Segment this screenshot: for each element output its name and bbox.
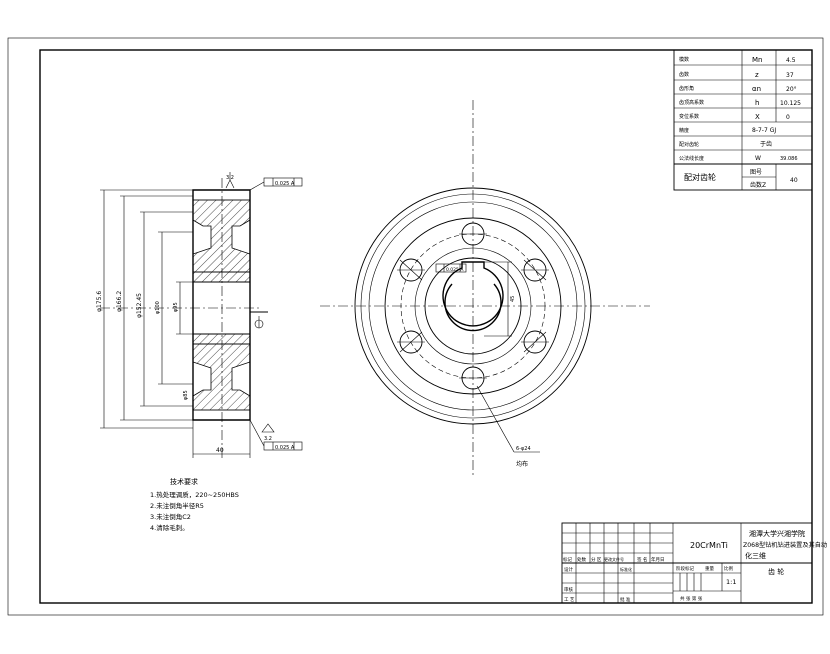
dim-d5: φ95 [173, 302, 179, 312]
gear-row-4-symbol: X [755, 113, 760, 121]
bottom-roughness: 3.2 [264, 436, 272, 442]
label-process: 工 艺 [564, 597, 575, 603]
dim-d3: φ152.45 [136, 293, 143, 318]
label-doc: 更改文件号 [604, 556, 624, 562]
label-count: 处数 [577, 556, 586, 563]
part-name: 齿 轮 [768, 567, 784, 576]
dim-keyway: 45 [510, 296, 516, 302]
gear-row-7-value: 39.086 [780, 156, 798, 162]
gear-footer-mid-top: 图号 [750, 169, 762, 176]
label-std: 标准化 [620, 566, 632, 572]
gear-row-4-value: 0 [786, 114, 790, 121]
gear-row-1-value: 37 [786, 72, 794, 79]
gear-row-3-symbol: h [755, 99, 759, 107]
dim-d6: φ85 [183, 390, 189, 400]
tech-note-2: 2.未注倒角半径R5 [150, 501, 204, 510]
label-mark: 标记 [563, 556, 572, 563]
scale-value: 1:1 [726, 578, 736, 586]
hole-note: 均布 [516, 460, 528, 468]
technical-notes: 技术要求 1.热处理调质，220~250HBS 2.未注倒角半径R5 3.未注倒… [150, 477, 239, 532]
dim-d4: φ100 [155, 301, 161, 314]
outer-frame [7, 37, 824, 616]
label-zone: 分 区 [591, 556, 602, 563]
dim-d2: φ166.2 [116, 291, 123, 312]
gear-footer-left: 配对齿轮 [684, 172, 716, 182]
gear-row-4-label: 变位系数 [679, 113, 699, 120]
title-block: 20CrMnTi 湘潭大学兴湘学院 Z068型钻机钻进装置及其自动 化三维 齿 … [561, 522, 827, 604]
gear-parameter-table: 模数 Mn 4.5 齿数 z 37 齿形角 αn 20° 齿顶高系数 h 10.… [673, 49, 813, 191]
tech-notes-title: 技术要求 [170, 477, 198, 486]
gear-row-0-label: 模数 [679, 56, 689, 63]
gear-row-1-symbol: z [755, 71, 759, 79]
section-view: φ175.6 φ166.2 φ152.45 φ100 φ95 φ85 40 3.… [96, 172, 303, 460]
top-tolerance: 0.025 A [275, 181, 295, 187]
gear-row-2-symbol: αn [752, 85, 761, 93]
label-weight: 重量 [705, 565, 714, 572]
gear-row-5-value: 8-7-7 GJ [752, 127, 776, 134]
gear-row-3-label: 齿顶高系数 [679, 99, 704, 106]
tech-note-4: 4.清除毛刺。 [150, 523, 189, 532]
label-stage: 阶段标记 [676, 565, 694, 572]
gear-row-1-label: 齿数 [679, 71, 689, 78]
school-line-2: Z068型钻机钻进装置及其自动 [743, 541, 827, 549]
school-line-3: 化三维 [745, 551, 766, 560]
gear-row-5-label: 精度 [679, 127, 689, 134]
tech-note-1: 1.热处理调质，220~250HBS [150, 490, 239, 499]
gear-row-7-label: 公法线长度 [679, 155, 704, 162]
label-date: 年月日 [651, 556, 665, 563]
material: 20CrMnTi [690, 541, 728, 550]
label-ratio: 比例 [724, 565, 733, 572]
bolt-holes [397, 222, 549, 390]
tech-note-3: 3.未注倒角C2 [150, 512, 191, 521]
top-roughness: 3.2 [226, 175, 234, 181]
label-sign: 签 名 [637, 556, 647, 563]
gear-row-6-label: 配对齿轮 [679, 141, 699, 148]
label-total: 共 张 第 张 [680, 595, 703, 602]
gear-row-3-value: 10.125 [780, 100, 801, 107]
school-line-1: 湘潭大学兴湘学院 [749, 529, 805, 538]
front-view: 45 0.025 A 6-φ24 均布 [320, 100, 650, 478]
hole-callout: 6-φ24 [516, 446, 531, 452]
gear-row-0-symbol: Mn [752, 56, 762, 64]
gear-row-6-value: 于齿 [760, 140, 772, 148]
gear-row-0-value: 4.5 [786, 57, 796, 64]
dim-width: 40 [216, 447, 224, 454]
gear-row-7-symbol: W [755, 155, 761, 162]
label-review: 审核 [564, 586, 573, 593]
label-design: 设计 [564, 566, 573, 573]
inner-border [39, 49, 813, 604]
label-approve: 批 准 [620, 596, 631, 603]
bottom-tolerance: 0.025 A [275, 445, 295, 451]
gear-footer-mid-bottom: 齿数Z [750, 181, 766, 189]
gear-row-2-value: 20° [786, 86, 797, 93]
mid-tolerance: 0.025 A [446, 267, 464, 273]
dim-outer-diameter: φ175.6 [96, 291, 103, 312]
gear-footer-right: 40 [790, 177, 798, 184]
gear-row-2-label: 齿形角 [679, 85, 694, 92]
